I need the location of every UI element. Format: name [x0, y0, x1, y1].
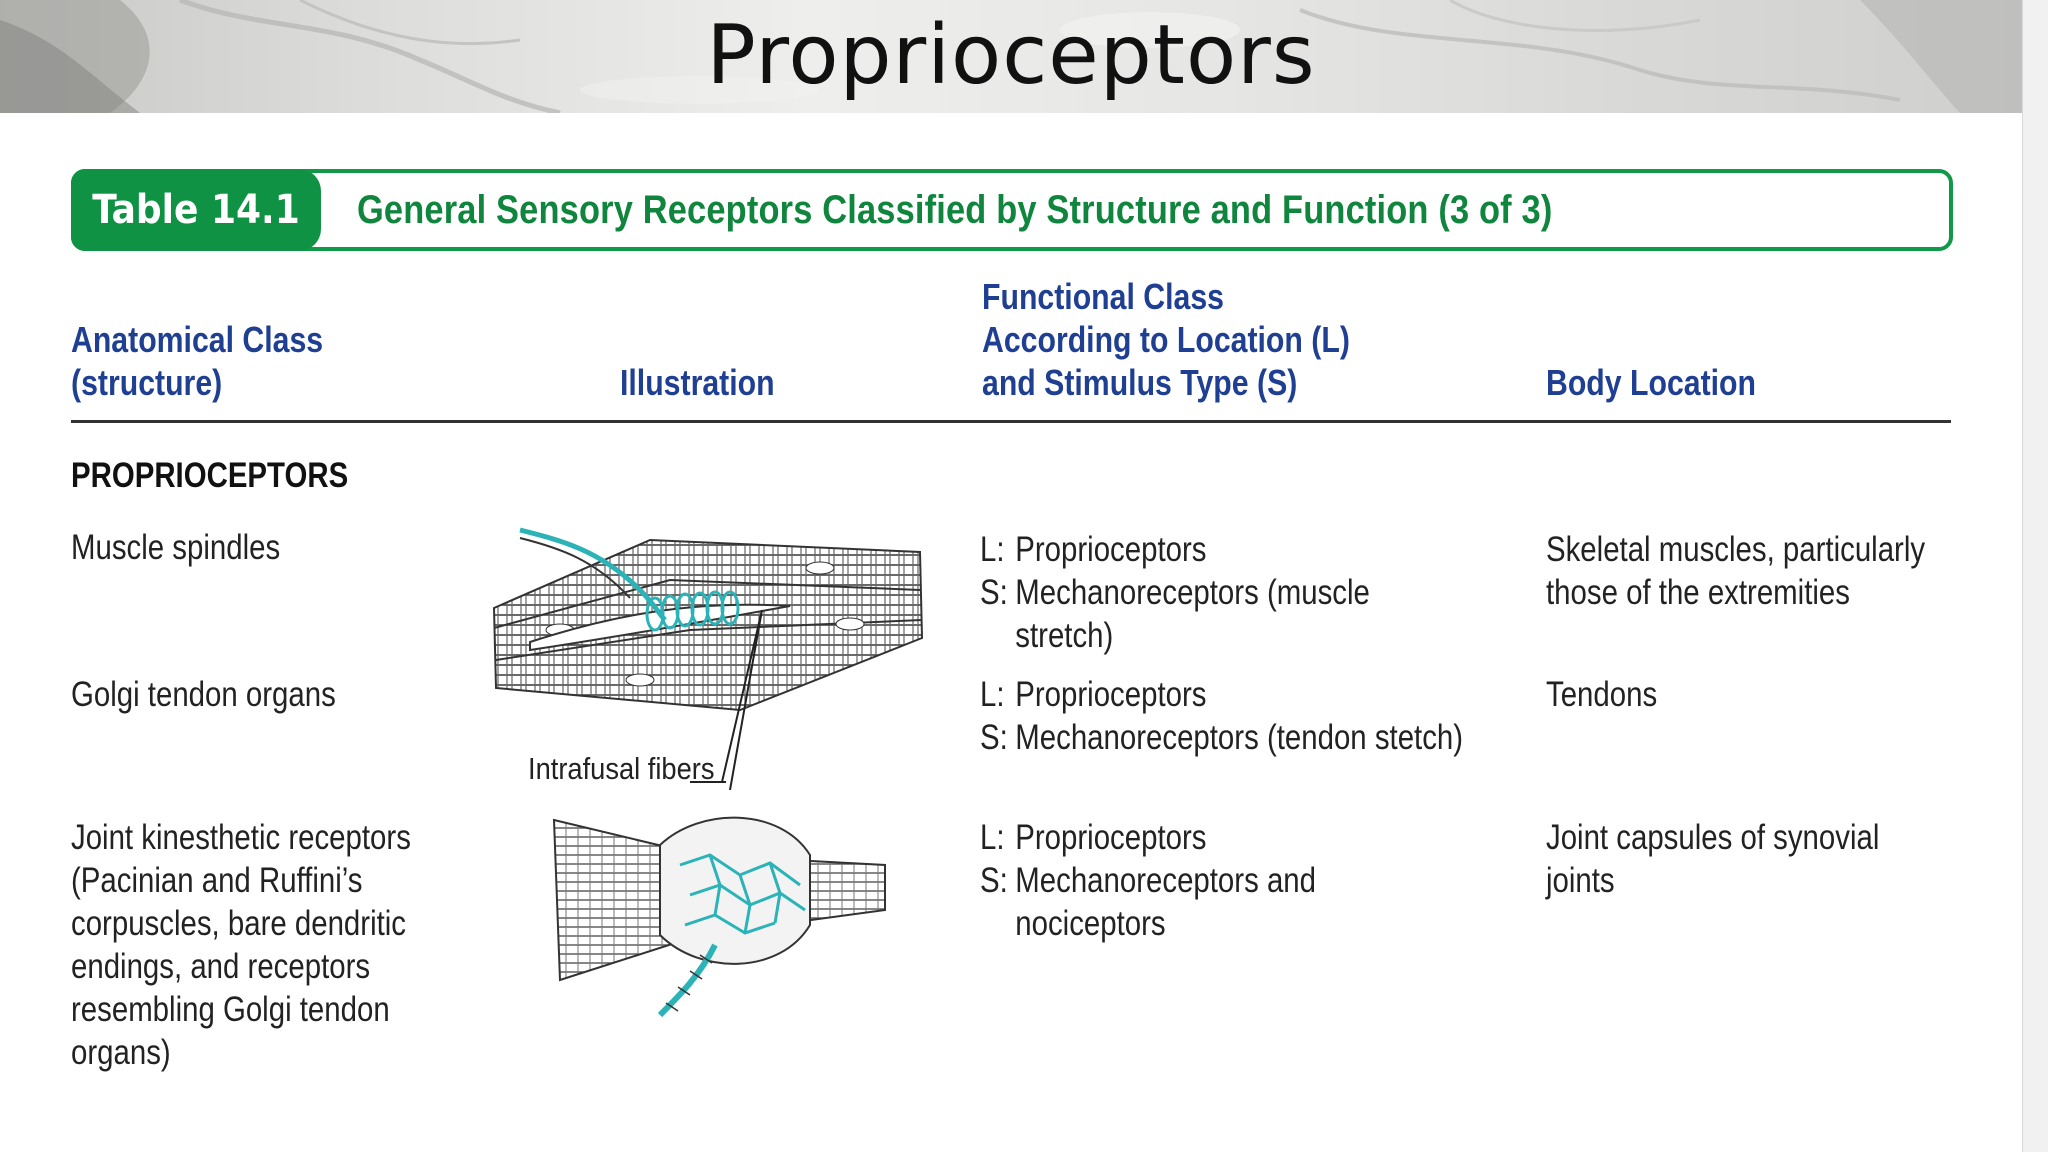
joint-receptor-illustration: [552, 816, 886, 1018]
header-functional-class: Functional Class According to Location (…: [982, 276, 1350, 403]
window-edge: [2022, 0, 2048, 1152]
section-label: PROPRIOCEPTORS: [71, 456, 349, 495]
table-number-tag: Table 14.1: [71, 169, 321, 251]
row-golgi-functional: L:Proprioceptors S:Mechanoreceptors (ten…: [980, 675, 1464, 757]
marble-texture: [0, 0, 2022, 113]
header-illustration: Illustration: [620, 362, 775, 403]
muscle-spindle-illustration: [492, 527, 924, 790]
intrafusal-fibers-label: Intrafusal fibers: [528, 751, 715, 786]
row-joint-location: Joint capsules of synovial joints: [1546, 818, 1880, 900]
slide-title: Proprioceptors: [706, 8, 1316, 103]
header-anatomical-class: Anatomical Class (structure): [71, 319, 324, 403]
table-caption-text: General Sensory Receptors Classified by …: [357, 187, 1553, 232]
row-joint-functional: L:Proprioceptors S:Mechanoreceptors and …: [980, 818, 1316, 943]
title-banner: Proprioceptors: [0, 0, 2022, 113]
row-muscle-spindles-location: Skeletal muscles, particularly those of …: [1546, 530, 1926, 612]
row-golgi-anatomical: Golgi tendon organs: [71, 675, 336, 714]
row-muscle-spindles-anatomical: Muscle spindles: [71, 528, 281, 567]
row-joint-anatomical: Joint kinesthetic receptors (Pacinian an…: [71, 818, 411, 1072]
table-caption: Table 14.1 General Sensory Receptors Cla…: [71, 169, 1953, 251]
row-golgi-location: Tendons: [1546, 675, 1658, 714]
header-body-location: Body Location: [1546, 362, 1756, 403]
header-rule: [71, 420, 1951, 423]
row-muscle-spindles-functional: L:Proprioceptors S:Mechanoreceptors (mus…: [980, 530, 1370, 655]
